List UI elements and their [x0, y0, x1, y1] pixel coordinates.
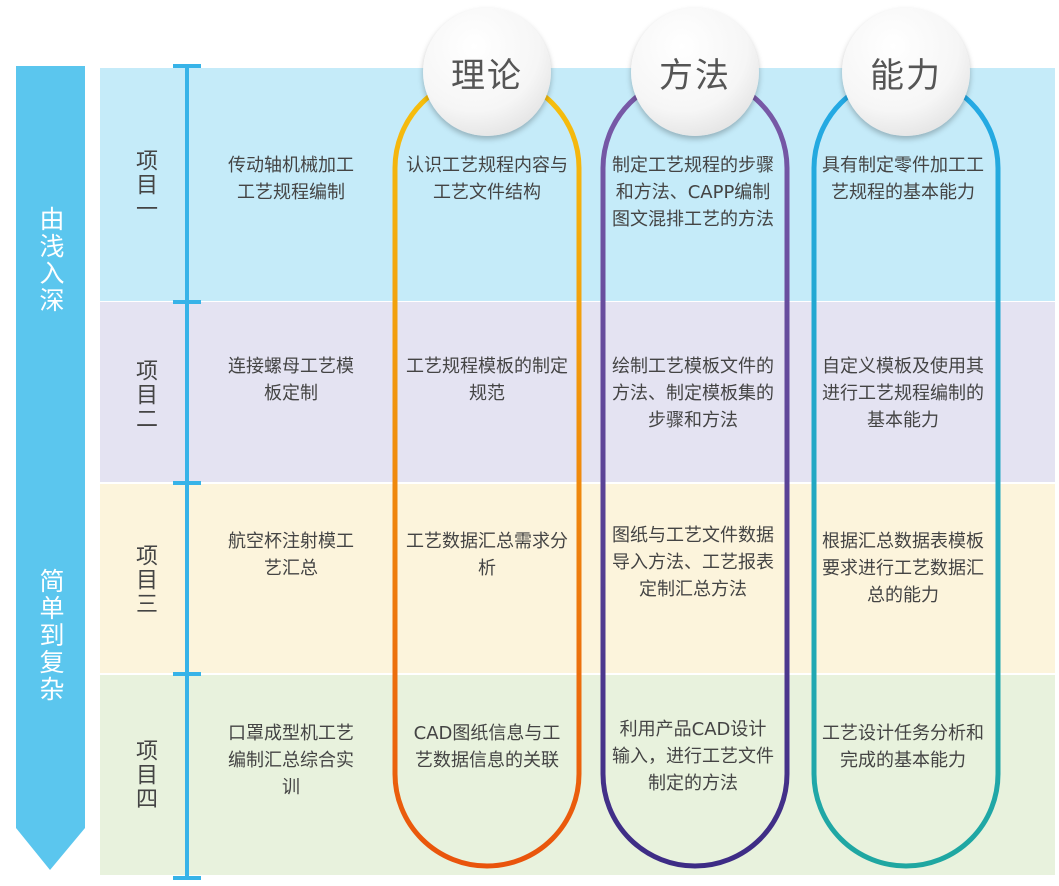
theory-cell: 工艺规程模板的制定规范 — [406, 356, 568, 404]
theory-cell: 工艺数据汇总需求分析 — [406, 531, 568, 579]
ability-cell: 自定义模板及使用其进行工艺规程编制的基本能力 — [822, 356, 984, 431]
progression-label-simple-to-complex: 简单到复杂 — [36, 567, 65, 703]
method-cell: 图纸与工艺文件数据导入方法、工艺报表定制汇总方法 — [612, 525, 774, 600]
task-cell: 航空杯注射模工艺汇总 — [228, 531, 354, 579]
task-cell: 传动轴机械加工工艺规程编制 — [228, 155, 354, 203]
ability-column-frame — [811, 73, 1001, 869]
method-cell: 绘制工艺模板文件的方法、制定模板集的步骤和方法 — [612, 356, 774, 431]
column-header-method: 方法 — [631, 8, 759, 136]
progression-label-shallow-to-deep: 由浅入深 — [36, 206, 65, 314]
progression-arrow-2 — [16, 427, 85, 870]
progression-arrow-1 — [16, 66, 85, 472]
theory-cell: 认识工艺规程内容与工艺文件结构 — [406, 155, 568, 203]
project-label: 项目三 — [132, 544, 157, 616]
ability-cell: 根据汇总数据表模板要求进行工艺数据汇总的能力 — [822, 531, 984, 606]
project-label: 项目四 — [132, 739, 157, 811]
column-header-ability: 能力 — [842, 8, 970, 136]
method-cell: 利用产品CAD设计输入，进行工艺文件制定的方法 — [612, 719, 774, 794]
theory-cell: CAD图纸信息与工艺数据信息的关联 — [413, 723, 561, 771]
progression-arrows — [16, 66, 85, 870]
project-label: 项目一 — [132, 149, 157, 221]
project-label: 项目二 — [132, 359, 157, 431]
task-cell: 口罩成型机工艺编制汇总综合实训 — [228, 723, 354, 798]
theory-column-frame — [392, 73, 582, 869]
method-cell: 制定工艺规程的步骤和方法、CAPP编制图文混排工艺的方法 — [612, 155, 774, 230]
column-header-theory: 理论 — [423, 8, 551, 136]
task-cell: 连接螺母工艺模板定制 — [228, 356, 354, 404]
ability-cell: 工艺设计任务分析和完成的基本能力 — [822, 723, 984, 771]
project-axis — [173, 64, 201, 880]
ability-cell: 具有制定零件加工工艺规程的基本能力 — [822, 155, 984, 203]
method-column-frame — [600, 73, 790, 869]
